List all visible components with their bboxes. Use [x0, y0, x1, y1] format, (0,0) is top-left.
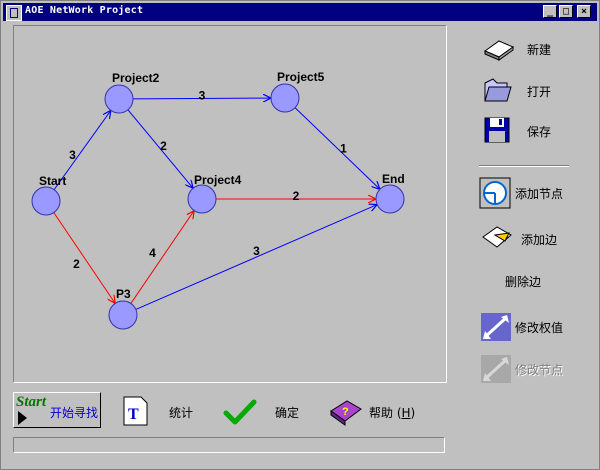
help-book-icon: ? — [330, 400, 362, 426]
node-start[interactable] — [31, 186, 61, 216]
new-button[interactable]: 新建 — [479, 33, 579, 63]
open-folder-icon — [484, 78, 512, 102]
node-label-start: Start — [39, 174, 66, 188]
resize-arrows-icon-disabled — [481, 355, 511, 383]
checkmark-icon — [223, 399, 257, 425]
edit-node-button[interactable]: 修改节点 — [479, 353, 589, 383]
edge-weight-label: 2 — [160, 139, 167, 153]
maximize-button[interactable]: □ — [559, 5, 573, 18]
edge-weight-label: 4 — [149, 246, 156, 260]
edit-weight-label: 修改权值 — [515, 321, 564, 335]
svg-text:T: T — [128, 406, 139, 423]
add-node-icon — [479, 177, 511, 209]
edit-weight-button[interactable]: 修改权值 — [479, 311, 589, 341]
help-label: 帮助 (H) — [369, 406, 416, 420]
edge-p3-project4[interactable] — [130, 211, 194, 304]
minimize-button[interactable]: _ — [543, 5, 557, 18]
stats-label: 统计 — [169, 406, 194, 420]
ok-label: 确定 — [275, 406, 300, 420]
node-project2[interactable] — [104, 84, 134, 114]
document-text-icon: T — [123, 396, 148, 426]
add-edge-label: 添加边 — [521, 233, 558, 247]
node-label-p3: P3 — [116, 287, 131, 301]
node-label-end: End — [382, 172, 405, 186]
save-label: 保存 — [527, 125, 552, 139]
add-edge-button[interactable]: 添加边 — [479, 223, 589, 253]
resize-arrows-icon — [481, 313, 511, 341]
app-icon[interactable] — [6, 5, 22, 21]
stats-button[interactable]: T 统计 — [121, 393, 201, 429]
edge-project5-end[interactable] — [294, 107, 380, 190]
edge-p3-end[interactable] — [135, 205, 377, 310]
edge-weight-label: 3 — [253, 244, 260, 258]
node-p3[interactable] — [108, 300, 138, 330]
help-label-text: 帮助 — [369, 406, 394, 420]
floppy-disk-icon — [484, 117, 510, 143]
ok-button[interactable]: 确定 — [223, 393, 303, 429]
node-end[interactable] — [375, 184, 405, 214]
sidebar-separator — [479, 165, 569, 167]
save-button[interactable]: 保存 — [479, 115, 579, 145]
add-node-label: 添加节点 — [515, 187, 564, 201]
start-search-button[interactable]: Start 开始寻找 — [13, 392, 101, 428]
open-button[interactable]: 打开 — [479, 75, 579, 105]
edge-weight-label: 3 — [199, 89, 206, 103]
edit-node-label: 修改节点 — [515, 363, 564, 377]
new-label: 新建 — [527, 43, 552, 57]
edge-project2-project5[interactable] — [132, 98, 271, 99]
delete-edge-button[interactable]: 删除边 — [479, 265, 589, 295]
edge-start-project2[interactable] — [53, 110, 111, 190]
play-arrow-icon — [18, 411, 27, 425]
new-file-icon — [483, 40, 515, 61]
edge-start-p3[interactable] — [53, 212, 115, 304]
node-label-project5: Project5 — [277, 70, 325, 84]
status-bar — [13, 437, 445, 453]
edge-weight-label: 2 — [73, 257, 80, 271]
node-label-project2: Project2 — [112, 71, 160, 85]
start-logo-text: Start — [16, 394, 47, 410]
close-button[interactable]: × — [577, 5, 591, 18]
edge-weight-label: 2 — [293, 189, 300, 203]
open-label: 打开 — [527, 85, 552, 99]
edge-project2-project4[interactable] — [127, 109, 193, 188]
edge-weight-label: 3 — [69, 148, 76, 162]
help-shortcut: H — [401, 406, 411, 420]
node-label-project4: Project4 — [194, 173, 242, 187]
start-search-label: 开始寻找 — [50, 406, 99, 420]
help-button[interactable]: ? 帮助 (H) — [329, 393, 419, 429]
node-project5[interactable] — [270, 83, 300, 113]
add-edge-icon — [482, 226, 512, 248]
svg-text:?: ? — [342, 406, 349, 418]
add-node-button[interactable]: 添加节点 — [479, 177, 589, 209]
title-bar[interactable]: AOE NetWork Project _ □ × — [3, 3, 597, 21]
delete-edge-label: 删除边 — [505, 275, 542, 289]
edge-weight-label: 1 — [340, 142, 347, 156]
window-title: AOE NetWork Project — [25, 5, 144, 16]
node-project4[interactable] — [187, 184, 217, 214]
